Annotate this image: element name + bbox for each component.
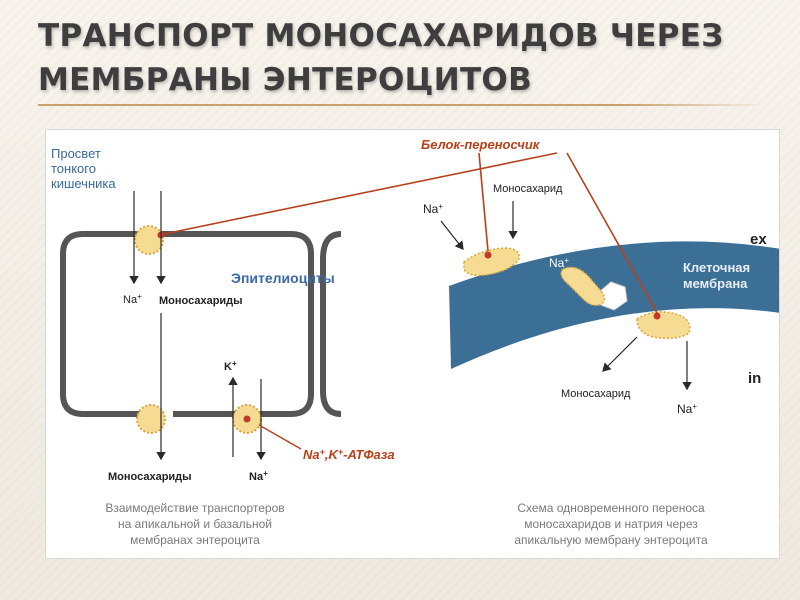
- right-caption-3: апикальную мембрану энтероцита: [514, 533, 708, 547]
- transport-diagram: Просвет тонкого кишечника Эпителиоциты N…: [51, 137, 781, 547]
- left-caption-2: на апикальной и базальной: [118, 517, 272, 531]
- transporter-bottom: [636, 311, 691, 340]
- membrane-label-2: мембрана: [683, 276, 748, 291]
- monosaccharide-hexagon: [597, 281, 628, 311]
- transporter-middle: [560, 266, 606, 307]
- title-underline: [38, 104, 768, 106]
- atpase-label: Na+,K+-АТФаза: [303, 447, 395, 462]
- k-label: K+: [224, 359, 237, 373]
- basal-transporter: [136, 404, 166, 434]
- carrier-leader-left: [163, 152, 558, 235]
- right-caption-2: моносахаридов и натрия через: [524, 517, 698, 531]
- lumen-label-2: тонкого: [51, 161, 96, 176]
- atpase-dot: [243, 415, 251, 423]
- na-label-top: Na+: [123, 292, 142, 306]
- right-caption-1: Схема одновременного переноса: [517, 501, 705, 515]
- na-top-label: Na+: [423, 202, 443, 216]
- diagram-panel: Просвет тонкого кишечника Эпителиоциты N…: [45, 129, 781, 559]
- epithelial-cell: [60, 231, 342, 417]
- na-mid-label: Na+: [549, 256, 569, 270]
- mono-label-bottom: Моносахариды: [108, 471, 192, 483]
- membrane-label-1: Клеточная: [683, 260, 750, 275]
- mono-bottom-label: Моносахарид: [561, 388, 631, 400]
- mono-label-top: Моносахариды: [159, 295, 243, 307]
- carrier-leader-top: [478, 152, 489, 252]
- lumen-label-1: Просвет: [51, 146, 101, 161]
- transporter-bottom-dot: [653, 312, 661, 320]
- title-line-2: МЕМБРАНЫ ЭНТЕРОЦИТОВ: [38, 62, 532, 98]
- slide-title: ТРАНСПОРТ МОНОСАХАРИДОВ ЧЕРЕЗ МЕМБРАНЫ Э…: [38, 14, 778, 102]
- atpase-leader: [258, 424, 302, 450]
- left-caption-1: Взаимодействие транспортеров: [105, 501, 284, 515]
- apical-transporter: [134, 225, 164, 255]
- na-label-bottom: Na+: [249, 469, 268, 483]
- mono-top-label: Моносахарид: [493, 183, 563, 195]
- lumen-label-3: кишечника: [51, 176, 116, 191]
- left-caption-3: мембранах энтероцита: [130, 533, 260, 547]
- mono-bottom-arrow: [602, 336, 638, 372]
- title-line-1: ТРАНСПОРТ МОНОСАХАРИДОВ ЧЕРЕЗ: [38, 18, 724, 54]
- na-top-arrow: [440, 220, 464, 250]
- transporter-top-dot: [484, 251, 492, 259]
- carrier-leader-bottom: [566, 152, 658, 314]
- transporter-top: [463, 247, 520, 277]
- na-bottom-label: Na+: [677, 402, 697, 416]
- ex-label: ex: [750, 231, 767, 248]
- in-label: in: [748, 370, 761, 387]
- epithelium-label: Эпителиоциты: [231, 270, 335, 286]
- carrier-label: Белок-переносчик: [421, 137, 541, 152]
